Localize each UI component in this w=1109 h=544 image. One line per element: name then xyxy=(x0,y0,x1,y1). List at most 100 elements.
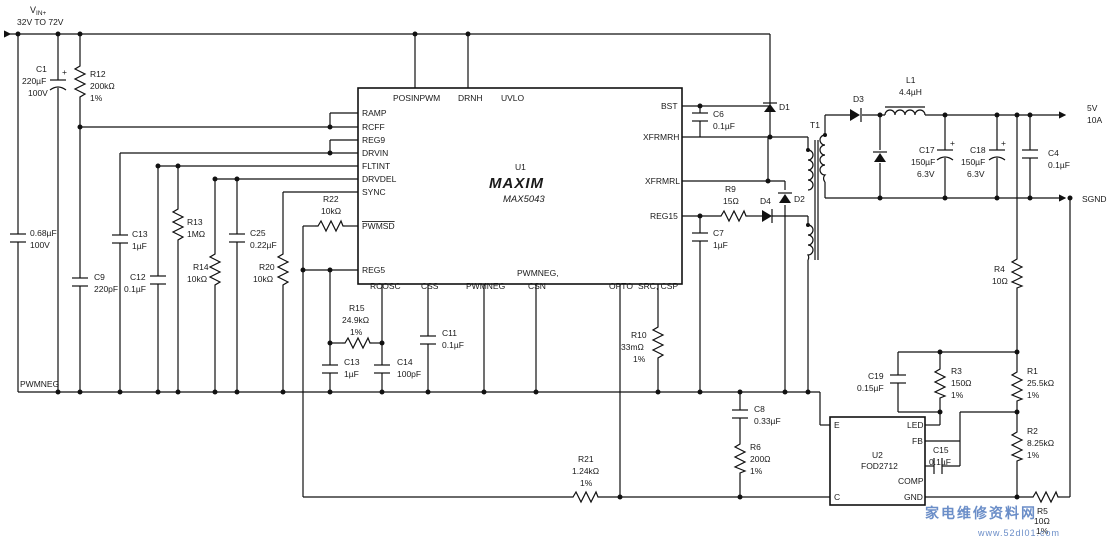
c14-v1: 100pF xyxy=(397,369,421,379)
r13-v1: 1MΩ xyxy=(187,229,205,239)
c8-v1: 0.33µF xyxy=(754,416,781,426)
r14-resistor xyxy=(208,250,222,290)
r21-resistor xyxy=(570,490,600,504)
r15-resistor xyxy=(342,336,372,350)
r10-resistor xyxy=(651,323,665,363)
r3-ref: R3 xyxy=(951,366,962,376)
c6-capacitor xyxy=(692,112,708,122)
c1-v2: 100V xyxy=(28,88,48,98)
r3-v2: 1% xyxy=(951,390,964,400)
pin-drvdel: DRVDEL xyxy=(362,174,397,184)
u2-pin-e: E xyxy=(834,420,840,430)
wires xyxy=(4,30,1071,498)
u1-part: MAX5043 xyxy=(503,194,545,205)
pin-uvlo: UVLO xyxy=(501,93,525,103)
l1-inductor xyxy=(884,106,926,116)
c17-ref: C17 xyxy=(919,145,935,155)
c12-ref: C12 xyxy=(130,272,146,282)
r15-v2: 1% xyxy=(350,327,363,337)
r13-resistor xyxy=(171,205,185,245)
d3-ref: D3 xyxy=(853,94,864,104)
resistors xyxy=(73,62,1060,504)
pin-drvin: DRVIN xyxy=(362,148,388,158)
c11-v1: 0.1µF xyxy=(442,340,464,350)
r12-v2: 1% xyxy=(90,93,103,103)
r12-ref: R12 xyxy=(90,69,106,79)
r2-resistor xyxy=(1010,428,1024,462)
pin-pwmneg-csn-1: PWMNEG, xyxy=(517,268,559,278)
r6-ref: R6 xyxy=(750,442,761,452)
d4-ref: D4 xyxy=(760,196,771,206)
c1-ref: C1 xyxy=(36,64,47,74)
r9-resistor xyxy=(718,209,748,223)
d3-diode xyxy=(850,108,862,122)
c9-ref: C9 xyxy=(94,272,105,282)
r4-ref: R4 xyxy=(994,264,1005,274)
pin-drnh: DRNH xyxy=(458,93,483,103)
vout-label: 5V xyxy=(1087,103,1098,113)
r12-v1: 200kΩ xyxy=(90,81,115,91)
svg-text:+: + xyxy=(1001,138,1006,148)
r10-ref: R10 xyxy=(631,330,647,340)
r2-v2: 1% xyxy=(1027,450,1040,460)
pin-rcosc: RCOSC xyxy=(370,281,401,291)
c13a-v1: 1µF xyxy=(132,241,147,251)
r14-ref: R14 xyxy=(193,262,209,272)
c13b-capacitor xyxy=(322,364,338,374)
c18-v1: 150µF xyxy=(961,157,985,167)
pin-pwmneg: PWMNEG xyxy=(466,281,505,291)
r20-v1: 10kΩ xyxy=(253,274,273,284)
sgnd-label: SGND xyxy=(1082,194,1107,204)
c1-v1: 220µF xyxy=(22,76,46,86)
pin-pwmneg-csn-2: CSN xyxy=(528,281,546,291)
u2-pin-fb: FB xyxy=(912,436,923,446)
c19-capacitor xyxy=(890,374,906,384)
r22-v1: 10kΩ xyxy=(321,206,341,216)
c12-v1: 0.1µF xyxy=(124,284,146,294)
c17-capacitor: + xyxy=(936,138,955,161)
c9-v1: 220pF xyxy=(94,284,118,294)
pin-xfrmrh: XFRMRH xyxy=(643,132,679,142)
pin-pwmsd: PWMSD xyxy=(362,221,395,231)
pin-reg9: REG9 xyxy=(362,135,385,145)
u2-ref: U2 xyxy=(872,450,883,460)
r20-resistor xyxy=(276,250,290,290)
c15-v1: 0.1µF xyxy=(929,457,951,467)
r9-v1: 15Ω xyxy=(723,196,739,206)
c19-v1: 0.15µF xyxy=(857,383,884,393)
pin-css: CSS xyxy=(421,281,439,291)
c15-ref: C15 xyxy=(933,445,949,455)
r6-resistor xyxy=(733,440,747,475)
c14-capacitor xyxy=(374,364,390,374)
pin-bst: BST xyxy=(661,101,678,111)
l1-ref: L1 xyxy=(906,75,916,85)
c13b-v1: 1µF xyxy=(344,369,359,379)
t1-transformer xyxy=(806,134,827,261)
c25-v1: 0.22µF xyxy=(250,240,277,250)
c11-ref: C11 xyxy=(442,328,457,338)
r1-resistor xyxy=(1010,368,1024,402)
cin-v1: 0.68µF xyxy=(30,228,57,238)
r10-v2: 1% xyxy=(633,354,646,364)
r1-v2: 1% xyxy=(1027,390,1040,400)
c4-ref: C4 xyxy=(1048,148,1059,158)
r5-resistor xyxy=(1030,490,1060,504)
d-secondary-diode xyxy=(873,151,887,162)
r9-ref: R9 xyxy=(725,184,736,194)
r2-v1: 8.25kΩ xyxy=(1027,438,1054,448)
c4-capacitor xyxy=(1022,149,1038,159)
c11-capacitor xyxy=(420,335,436,345)
c17-v1: 150µF xyxy=(911,157,935,167)
c19-ref: C19 xyxy=(868,371,884,381)
u2-pin-c: C xyxy=(834,492,840,502)
r1-ref: R1 xyxy=(1027,366,1038,376)
c8-ref: C8 xyxy=(754,404,765,414)
svg-text:+: + xyxy=(950,138,955,148)
d1-diode xyxy=(763,102,777,118)
c25-capacitor xyxy=(229,233,245,243)
c18-capacitor: + xyxy=(988,138,1006,161)
c9-capacitor xyxy=(72,277,88,287)
r2-ref: R2 xyxy=(1027,426,1038,436)
pin-posinpwm: POSINPWM xyxy=(393,93,440,103)
